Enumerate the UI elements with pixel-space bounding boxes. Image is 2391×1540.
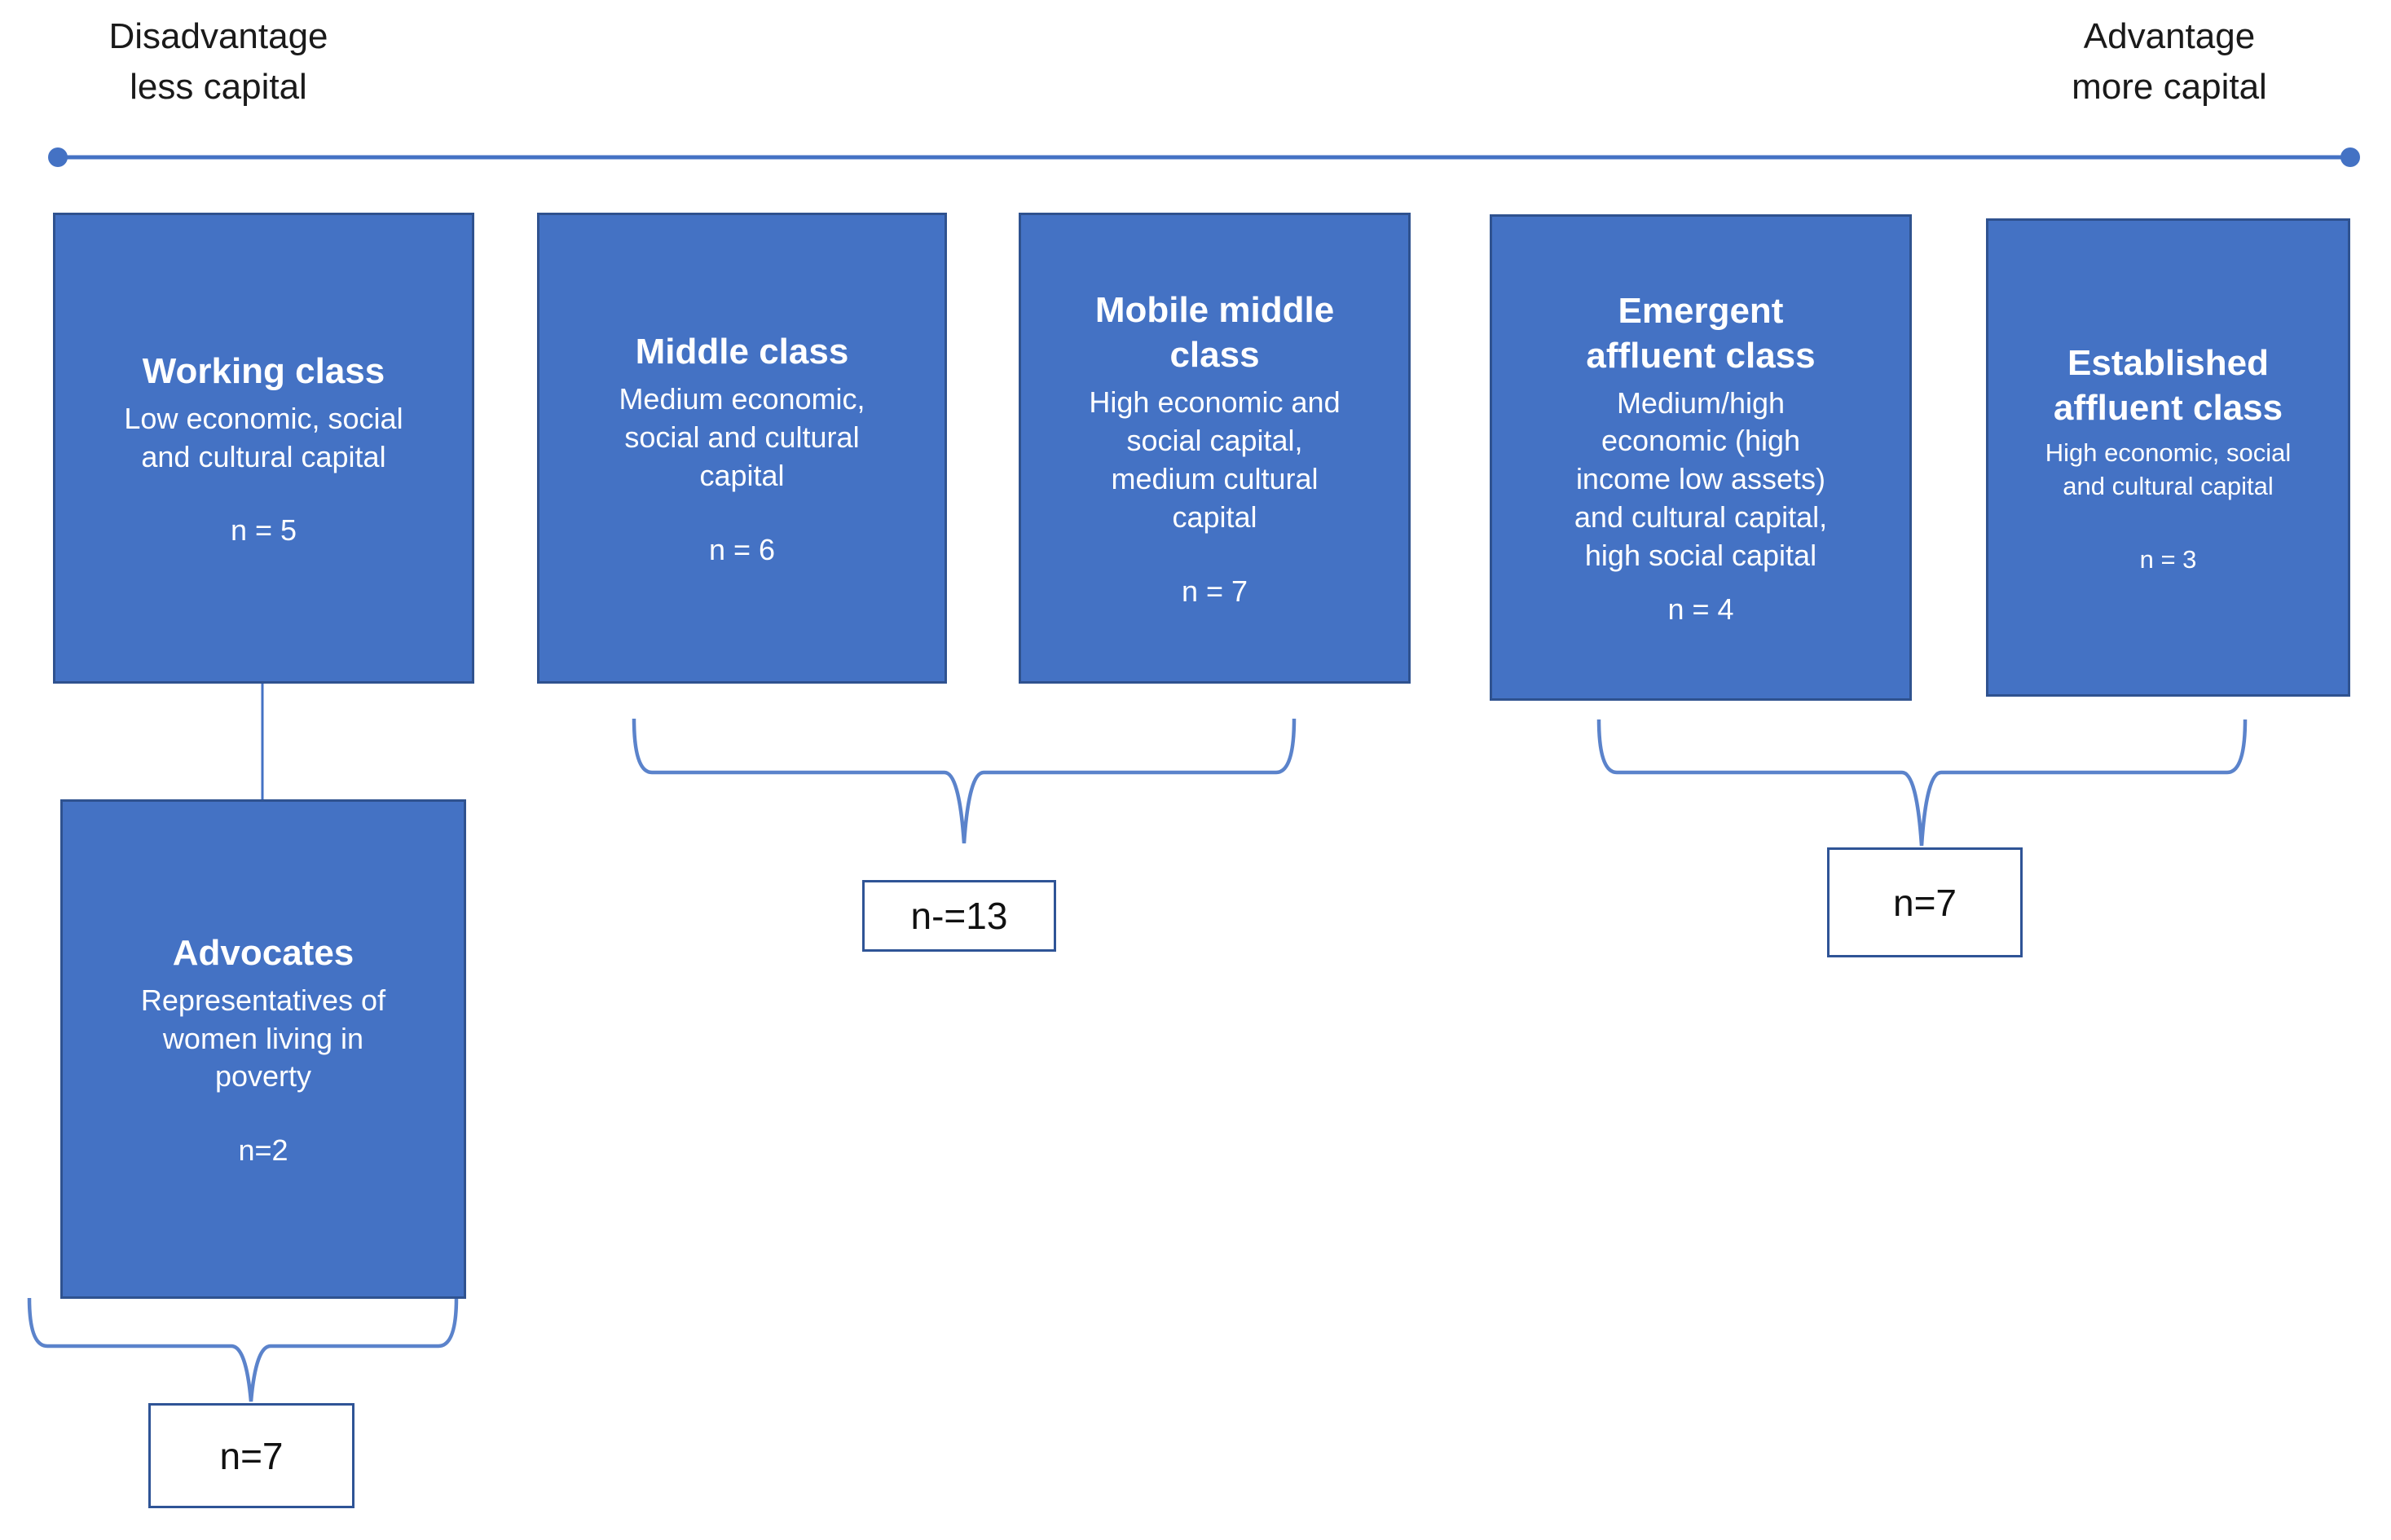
class-description: Medium/high economic (high income low as… (1574, 385, 1828, 572)
disadvantage-label: Disadvantage less capital (31, 11, 406, 113)
axis-left-endpoint-dot (48, 147, 68, 167)
class-sample-size: n = 5 (230, 513, 297, 548)
class-box-mobile-middle-class: Mobile middle class High economic and so… (1019, 213, 1411, 684)
class-description: Representatives of women living in pover… (140, 983, 386, 1093)
class-description: Low economic, social and cultural capita… (124, 401, 403, 473)
class-title: Established affluent class (2053, 343, 2283, 429)
class-sample-size: n = 4 (1667, 592, 1734, 627)
class-title: Middle class (635, 332, 849, 372)
class-description: High economic and social capital, medium… (1089, 385, 1341, 534)
group-total-box-working-advocates: n=7 (148, 1403, 354, 1508)
axis-right-endpoint-dot (2340, 147, 2360, 167)
class-sample-size: n = 7 (1181, 574, 1248, 608)
brace-working-advocates-group (27, 1297, 459, 1402)
class-title: Working class (142, 350, 385, 391)
brace-middle-classes-group (632, 718, 1297, 844)
class-box-middle-class: Middle class Medium economic, social and… (537, 213, 947, 684)
class-title: Advocates (172, 932, 354, 973)
group-total-label: n-=13 (910, 895, 1008, 937)
disadvantage-label-line2: less capital (130, 67, 307, 108)
class-title: Mobile middle class (1094, 290, 1335, 376)
group-total-box-middle-classes: n-=13 (862, 880, 1056, 952)
brace-affluent-classes-group (1596, 719, 2248, 847)
advantage-label: Advantage more capital (1982, 11, 2357, 113)
class-box-advocates: Advocates Representatives of women livin… (60, 799, 466, 1299)
advantage-label-line2: more capital (2072, 67, 2267, 108)
class-box-working-class: Working class Low economic, social and c… (53, 213, 474, 684)
class-box-established-affluent-class: Established affluent class High economic… (1986, 218, 2350, 697)
group-total-label: n=7 (1892, 881, 1957, 924)
class-sample-size: n = 6 (708, 532, 776, 566)
group-total-label: n=7 (219, 1434, 284, 1477)
class-description: Medium economic, social and cultural cap… (619, 382, 865, 492)
class-sample-size: n=2 (238, 1133, 288, 1168)
class-box-emergent-affluent-class: Emergent affluent class Medium/high econ… (1490, 214, 1912, 701)
class-description: High economic, social and cultural capit… (2045, 438, 2292, 500)
group-total-box-affluent-classes: n=7 (1827, 847, 2023, 957)
class-title: Emergent affluent class (1586, 290, 1816, 376)
advantage-label-line1: Advantage (2083, 16, 2256, 56)
class-sample-size: n = 3 (2139, 544, 2197, 574)
disadvantage-label-line1: Disadvantage (108, 16, 328, 56)
